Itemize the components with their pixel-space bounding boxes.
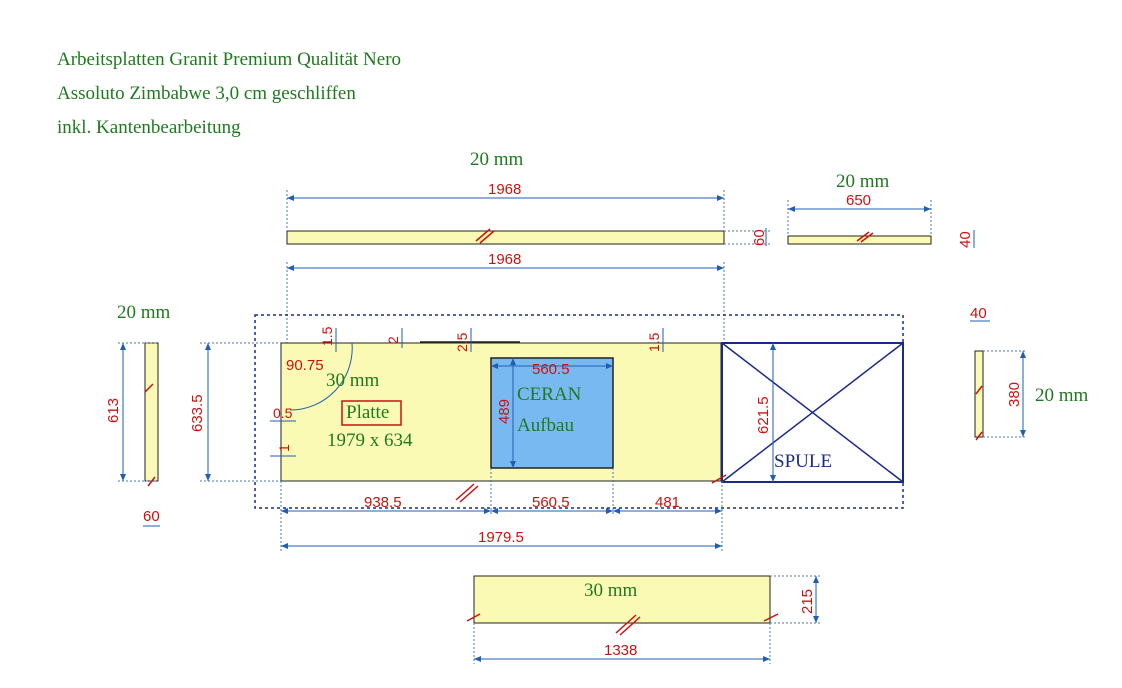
- ceran-label-2: Aufbau: [517, 415, 574, 436]
- platte-size: 1979 x 634: [327, 430, 413, 451]
- sink-area: [721, 342, 904, 483]
- left-strip-height: 613: [105, 398, 122, 423]
- sink-label: SPULE: [774, 451, 832, 472]
- main-thickness: 30 mm: [326, 370, 380, 391]
- break-mark: [455, 474, 727, 503]
- corner-radius: 90.75: [286, 357, 324, 374]
- segment-2: 560.5: [532, 494, 570, 511]
- bottom-slab-thickness: 30 mm: [584, 580, 638, 601]
- ceran-label-1: CERAN: [517, 384, 582, 405]
- notch-a: 1.5: [319, 326, 335, 346]
- strip-top-slab: [286, 230, 725, 245]
- ceran-width: 560.5: [532, 361, 570, 378]
- notch-d: 1.5: [646, 332, 662, 352]
- left-strip-slab: [144, 342, 159, 482]
- segment-1: 938.5: [364, 494, 402, 511]
- bottom-slab: [473, 575, 771, 624]
- header-line-1: Arbeitsplatten Granit Premium Qualität N…: [57, 49, 401, 70]
- main-height: 633.5: [189, 394, 206, 432]
- bottom-slab-depth: 215: [799, 589, 816, 614]
- strip-small-thickness: 20 mm: [836, 171, 890, 192]
- main-top-length: 1968: [488, 251, 521, 268]
- break-mark: [856, 231, 874, 243]
- corner-radius-arc: [289, 342, 353, 411]
- left-strip-depth: 60: [143, 508, 160, 525]
- strip-top-thickness: 20 mm: [470, 149, 524, 170]
- right-strip-thickness: 20 mm: [1035, 385, 1089, 406]
- offset-b: 1: [276, 444, 292, 452]
- bottom-slab-length: 1338: [604, 642, 637, 659]
- notch-b: 2: [385, 336, 401, 344]
- break-mark: [466, 613, 779, 636]
- strip-top-length: 1968: [488, 181, 521, 198]
- strip-small-depth: 40: [957, 231, 974, 248]
- offset-a: 0.5: [273, 405, 293, 421]
- strip-top-depth: 60: [751, 229, 768, 246]
- break-mark: [475, 228, 495, 244]
- right-strip-depth: 40: [970, 305, 987, 322]
- platte-label: Platte: [346, 402, 389, 423]
- platte-label-box: [341, 400, 402, 426]
- strip-small-length: 650: [846, 192, 871, 209]
- header-line-3: inkl. Kantenbearbeitung: [57, 117, 241, 138]
- header-line-2: Assoluto Zimbabwe 3,0 cm geschliffen: [57, 83, 356, 104]
- segment-3: 481: [655, 494, 680, 511]
- left-strip-thickness: 20 mm: [117, 302, 171, 323]
- sink-depth: 621.5: [755, 396, 772, 434]
- right-strip-height: 380: [1006, 382, 1023, 407]
- notch-c: 2.5: [454, 332, 470, 352]
- ceran-depth: 489: [496, 399, 513, 424]
- total-length: 1979.5: [478, 529, 524, 546]
